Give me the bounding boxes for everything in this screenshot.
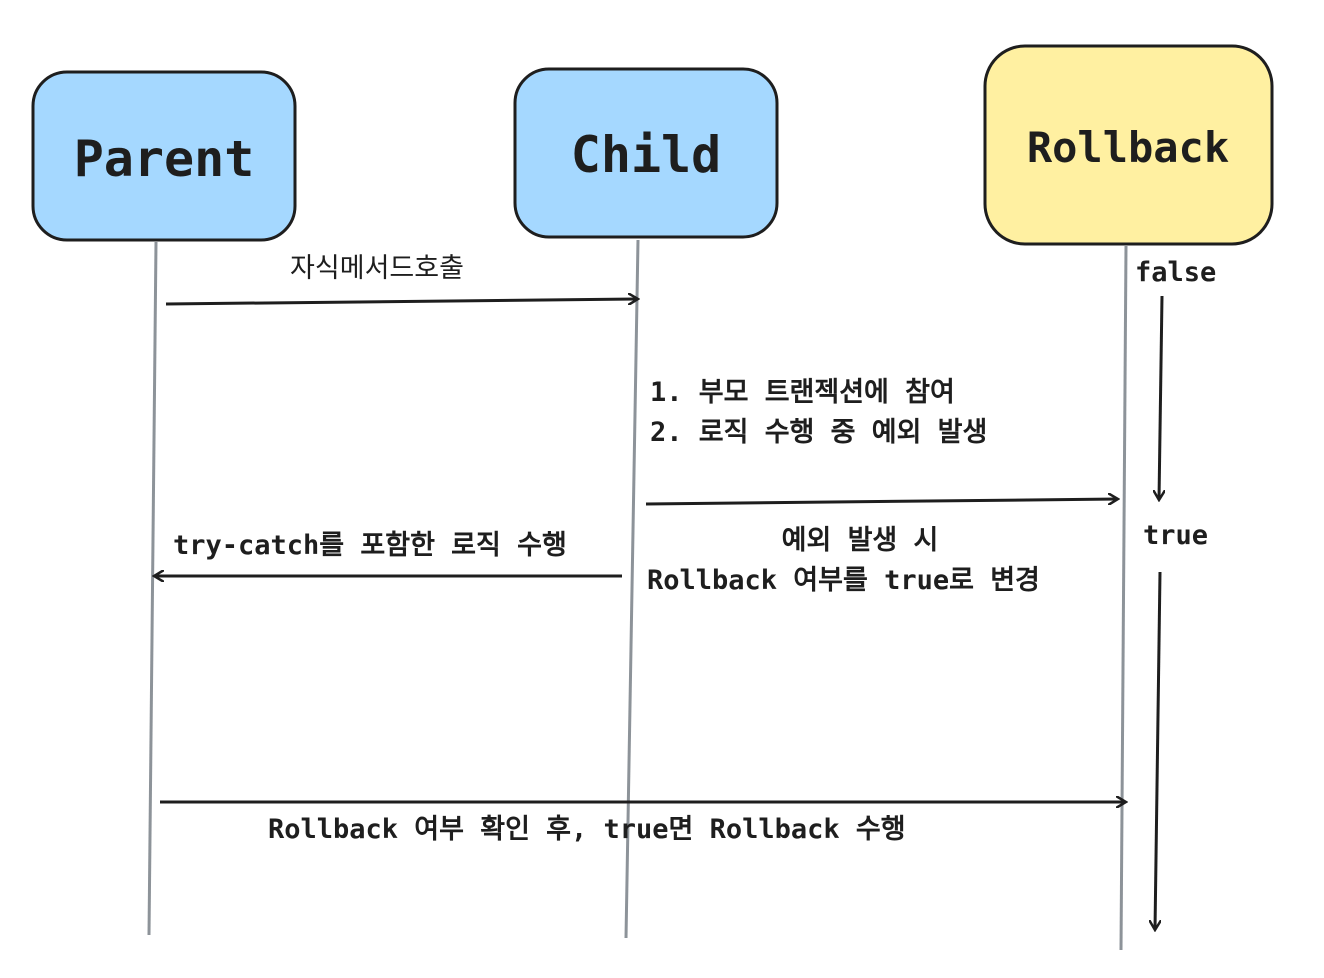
parent-lifeline: [147, 241, 158, 936]
set-rollback-arrow: [645, 499, 1118, 506]
state-change-arrow: [1159, 295, 1162, 500]
state-true-label: true: [1143, 520, 1208, 551]
parent-box: Parent: [31, 70, 297, 242]
child-label: Child: [571, 126, 722, 184]
parent-label: Parent: [74, 130, 255, 188]
child-step-1: 1. 부모 트랜젝션에 참여: [650, 377, 955, 408]
final-check-label: Rollback 여부 확인 후, true면 Rollback 수행: [268, 814, 906, 845]
call-child-arrow: [165, 299, 638, 306]
parent-logic-label: try-catch를 포함한 로직 수행: [173, 530, 567, 561]
rollback-lifeline: [1119, 245, 1128, 951]
on-exception-line-1: 예외 발생 시: [782, 525, 939, 556]
state-continue-arrow: [1155, 571, 1162, 930]
child-box: Child: [513, 67, 779, 239]
call-child-label: 자식메서드호출: [290, 253, 464, 284]
rollback-box: Rollback: [983, 44, 1274, 246]
child-lifeline: [624, 239, 640, 939]
on-exception-line-2: Rollback 여부를 true로 변경: [647, 565, 1040, 596]
state-false-label: false: [1135, 257, 1216, 288]
child-step-2: 2. 로직 수행 중 예외 발생: [650, 417, 987, 448]
rollback-label: Rollback: [1027, 123, 1229, 172]
